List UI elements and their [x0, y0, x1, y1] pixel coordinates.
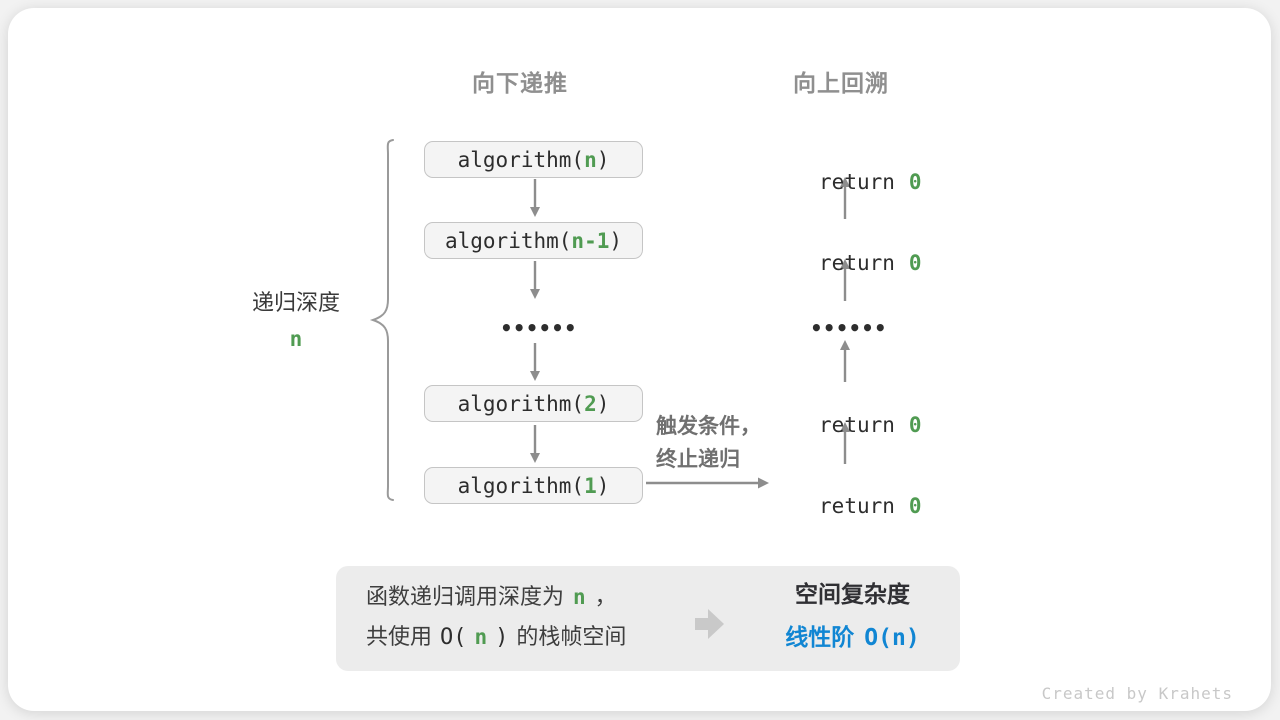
arrow-down-icon — [530, 425, 540, 463]
stack-ellipsis: •••••• — [500, 316, 577, 340]
call-box-arg: n-1 — [571, 228, 610, 253]
complexity-name: 线性阶 — [785, 624, 855, 650]
header-backtrack: 向上回溯 — [793, 70, 889, 96]
complexity-order: 线性阶 O(n) — [770, 616, 935, 660]
base-case-note: 触发条件， 终止递归 — [656, 410, 786, 476]
summary-cause-text: ， — [594, 584, 617, 609]
return-value: 0 — [908, 251, 922, 275]
return-statement: return 0 — [765, 146, 925, 194]
summary-cause: 函数递归调用深度为 n ， 共使用 O( n) 的栈帧空间 — [366, 577, 686, 657]
depth-value: n — [289, 327, 303, 351]
call-box-text: ) — [609, 228, 623, 253]
arrow-up-icon — [840, 177, 850, 219]
diagram-card: 向下递推 向上回溯 递归深度 n algorithm(n) algorithm(… — [8, 8, 1271, 711]
call-box-text: ) — [596, 147, 610, 172]
summary-cause-text: 的栈帧空间 — [516, 624, 627, 649]
arrow-right-icon — [646, 477, 769, 489]
summary-cause-var: n — [573, 585, 586, 609]
return-value: 0 — [908, 170, 922, 194]
call-box-n: algorithm(n) — [424, 141, 643, 178]
return-statement: return 0 — [765, 470, 925, 518]
arrow-up-icon — [840, 340, 850, 382]
depth-label: 递归深度 n — [235, 285, 357, 351]
complexity-code: O(n) — [864, 625, 920, 651]
return-keyword: return — [819, 413, 895, 437]
call-box-text: ) — [596, 391, 610, 416]
call-box-n-1: algorithm(n-1) — [424, 222, 643, 259]
summary-cause-line2: 共使用 O( n) 的栈帧空间 — [366, 617, 686, 657]
call-box-arg: 2 — [584, 391, 597, 416]
return-statement: return 0 — [765, 227, 925, 275]
summary-cause-line1: 函数递归调用深度为 n ， — [366, 577, 686, 617]
depth-brace-icon — [369, 139, 394, 501]
returns-ellipsis: •••••• — [810, 316, 887, 340]
arrow-up-icon — [840, 259, 850, 301]
arrow-up-icon — [840, 422, 850, 464]
arrow-down-icon — [530, 261, 540, 299]
header-descend: 向下递推 — [472, 70, 568, 96]
summary-cause-code: ) — [495, 625, 509, 650]
return-value: 0 — [908, 413, 922, 437]
call-box-arg: n — [584, 147, 597, 172]
return-keyword: return — [819, 170, 895, 194]
call-box-text: algorithm( — [457, 473, 585, 498]
base-case-note-line1: 触发条件， — [656, 415, 761, 438]
implies-arrow-icon — [695, 609, 725, 639]
arrow-down-icon — [530, 179, 540, 217]
summary-cause-text: 共使用 — [366, 624, 433, 649]
return-value: 0 — [908, 494, 922, 518]
call-box-arg: 1 — [584, 473, 597, 498]
base-case-note-line2: 终止递归 — [656, 448, 740, 471]
summary-cause-text: 函数递归调用深度为 — [366, 584, 565, 609]
complexity-title: 空间复杂度 — [795, 581, 910, 607]
depth-label-text: 递归深度 — [251, 290, 340, 315]
return-statement: return 0 — [765, 389, 925, 437]
return-keyword: return — [819, 494, 895, 518]
summary-effect: 空间复杂度 线性阶 O(n) — [770, 573, 935, 660]
arrow-down-icon — [530, 343, 540, 381]
watermark: Created by Krahets — [1041, 684, 1233, 703]
summary-cause-var: n — [474, 625, 488, 649]
summary-cause-code: O( — [440, 625, 467, 650]
summary-panel — [336, 566, 960, 671]
call-box-2: algorithm(2) — [424, 385, 643, 422]
call-box-text: ) — [596, 473, 610, 498]
call-box-text: algorithm( — [444, 228, 572, 253]
call-box-text: algorithm( — [457, 391, 585, 416]
return-keyword: return — [819, 251, 895, 275]
call-box-text: algorithm( — [457, 147, 585, 172]
call-box-1: algorithm(1) — [424, 467, 643, 504]
